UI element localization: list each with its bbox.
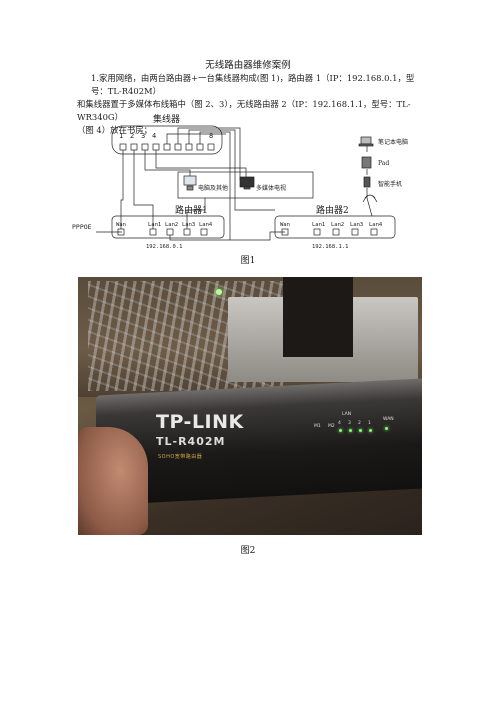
photo-label-1: 1 [368,421,371,426]
r1-port-lan1: Lan1 [148,222,161,228]
tv-label: 多媒体电视 [256,184,286,192]
pad-icon [361,156,372,169]
photo-led-4 [339,429,342,432]
network-diagram: 集线器 1 2 3 4 8 电脑及其他 多媒体电视 路由器1 路由器2 PPPO… [72,113,408,250]
router2-ip: 192.168.1.1 [312,244,348,250]
hub-ports [119,143,215,151]
router2-label: 路由器2 [316,204,349,216]
laptop-icon [358,136,374,147]
photo-led-glow [216,289,222,295]
hub-box [111,125,223,155]
router1-ip: 192.168.0.1 [146,244,182,250]
pad-label: Pad [378,160,389,167]
phone-icon [363,176,371,188]
photo-shadow [283,277,353,357]
figure-1-caption: 图1 [240,256,256,266]
photo-label-2: 2 [358,421,361,426]
pc-label: 电脑及其他 [198,184,228,192]
pppoe-label: PPPOE [72,223,92,231]
r1-port-lan4: Lan4 [199,222,213,228]
para-line-2: 和集线器置于多媒体布线箱中（图 2、3），无线路由器 2（IP：192.168.… [77,99,411,122]
laptop-label: 笔记本电脑 [378,138,408,146]
r1-port-lan2: Lan2 [165,222,178,228]
phone-label: 智能手机 [378,180,402,188]
hub-label: 集线器 [153,113,180,125]
tv-icon [239,176,255,190]
router2-box [274,215,396,239]
photo-led-1 [369,429,372,432]
figure-2-caption: 图2 [240,546,256,556]
photo-led-2 [359,429,362,432]
r2-port-lan1: Lan1 [312,222,325,228]
para-line-3: （图 4）放在书房； [77,125,152,135]
r1-port-lan3: Lan3 [182,222,195,228]
devices-box [177,171,314,199]
photo-wan-label: WAN [383,417,394,422]
antenna-icon [362,194,378,203]
pc-icon [183,175,197,191]
photo-label-4: 4 [338,421,341,426]
hub-port-2: 2 [130,132,134,140]
photo-brand: TP-LINK [156,411,244,433]
hub-port-1: 1 [119,132,123,140]
hub-port-3: 3 [141,132,145,140]
photo-lan-label: LAN [342,412,352,417]
hub-port-8: 8 [209,132,213,140]
r2-port-lan3: Lan3 [350,222,363,228]
doc-title: 无线路由器维修案例 [205,60,291,71]
router-photo: TP-LINK TL-R402M SOHO宽带路由器 M1 M2 LAN 4 3… [78,277,422,535]
doc-paragraph: 1.家用网络，由两台路由器+一台集线器构成(图 1)，路由器 1（IP：192.… [77,72,427,137]
r2-port-wan: Wan [280,222,290,228]
wifi-link [366,146,373,217]
photo-label-3: 3 [348,421,351,426]
photo-label-m1: M1 [314,424,321,429]
photo-led-3 [349,429,352,432]
photo-led-wan [385,427,388,430]
photo-subtitle: SOHO宽带路由器 [158,454,203,460]
photo-label-m2: M2 [328,424,335,429]
para-line-1: 1.家用网络，由两台路由器+一台集线器构成(图 1)，路由器 1（IP：192.… [91,73,415,96]
router1-box [111,215,225,239]
r2-port-lan4: Lan4 [369,222,383,228]
r2-port-lan2: Lan2 [331,222,344,228]
photo-hand [78,427,148,535]
hub-port-4: 4 [152,132,156,140]
photo-model: TL-R402M [156,435,226,448]
